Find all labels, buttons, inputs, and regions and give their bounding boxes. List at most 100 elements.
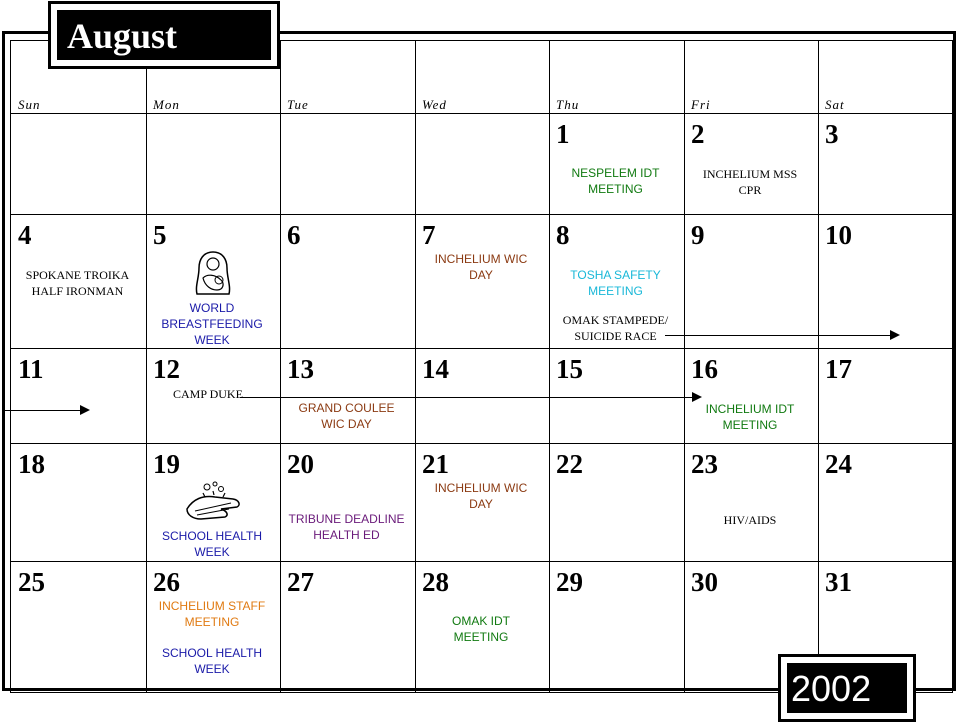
grid-line: [280, 41, 281, 693]
day-cell-29[interactable]: 29: [548, 561, 683, 691]
day-number: 26: [153, 567, 180, 597]
day-cell-10[interactable]: 10: [817, 214, 951, 348]
day-number: 19: [153, 449, 180, 479]
grid-line: [11, 692, 953, 693]
day-number: 3: [825, 119, 839, 149]
year-box: 2002: [778, 654, 916, 722]
day-cell-18[interactable]: 18: [10, 443, 145, 561]
day-cell-14[interactable]: 14: [414, 348, 548, 443]
day-number: 1: [556, 119, 570, 149]
grid-line: [549, 41, 550, 693]
day-number: 4: [18, 220, 32, 250]
day-number: 21: [422, 449, 449, 479]
day-cell-11[interactable]: 11: [10, 348, 145, 443]
dow-fri: Fri: [691, 97, 711, 112]
day-cell-15[interactable]: 15: [548, 348, 683, 443]
year-panel: 2002: [787, 663, 907, 713]
grid-line: [146, 41, 147, 693]
dow-sun: Sun: [18, 97, 41, 112]
day-cell-3[interactable]: 3: [817, 113, 951, 214]
day-number: 28: [422, 567, 449, 597]
day-number: 12: [153, 354, 180, 384]
day-number: 30: [691, 567, 718, 597]
day-number: 22: [556, 449, 583, 479]
day-cell-24[interactable]: 24: [817, 443, 951, 561]
dow-sat: Sat: [825, 97, 845, 112]
grid-line: [11, 348, 953, 349]
month-title: August: [67, 16, 178, 56]
grid-line: [818, 41, 819, 693]
grid-line: [415, 41, 416, 693]
day-cell-12[interactable]: 12 CAMP DUKE: [145, 348, 279, 443]
day-cell-9[interactable]: 9: [683, 214, 817, 348]
day-number: 7: [422, 220, 436, 250]
day-number: 2: [691, 119, 705, 149]
day-number: 9: [691, 220, 705, 250]
day-cell-17[interactable]: 17: [817, 348, 951, 443]
day-cell-23[interactable]: 23 HIV/AIDS: [683, 443, 817, 561]
day-number: 5: [153, 220, 167, 250]
day-number: 16: [691, 354, 718, 384]
calendar-frame: [2, 31, 956, 691]
day-cell-25[interactable]: 25: [10, 561, 145, 691]
event-camp-duke[interactable]: CAMP DUKE: [173, 387, 243, 401]
year-label: 2002: [791, 668, 872, 709]
day-cell-22[interactable]: 22: [548, 443, 683, 561]
day-number: 13: [287, 354, 314, 384]
event-span-arrow: [4, 405, 90, 415]
event-omak-stampede[interactable]: OMAK STAMPEDE/SUICIDE RACE: [562, 313, 669, 343]
grid-line: [11, 214, 953, 215]
day-number: 17: [825, 354, 852, 384]
mother-and-baby-icon: [195, 251, 231, 295]
dow-tue: Tue: [287, 97, 309, 112]
dow-wed: Wed: [422, 97, 447, 112]
day-number: 18: [18, 449, 45, 479]
day-cell-27[interactable]: 27: [279, 561, 414, 691]
day-number: 25: [18, 567, 45, 597]
day-number: 8: [556, 220, 570, 250]
day-cell-31[interactable]: 31: [817, 561, 951, 651]
day-number: 10: [825, 220, 852, 250]
dow-mon: Mon: [153, 97, 180, 112]
day-number: 29: [556, 567, 583, 597]
day-number: 24: [825, 449, 852, 479]
day-number: 6: [287, 220, 301, 250]
day-cell-6[interactable]: 6: [279, 214, 414, 348]
day-number: 15: [556, 354, 583, 384]
event-span-arrow: [240, 392, 702, 402]
grid-line: [11, 561, 953, 562]
grid-line: [684, 41, 685, 693]
day-cell-30[interactable]: 30: [683, 561, 817, 691]
event-hiv-aids[interactable]: HIV/AIDS: [723, 513, 777, 527]
grid-line: [952, 41, 953, 693]
grid-line: [11, 113, 953, 114]
day-number: 20: [287, 449, 314, 479]
